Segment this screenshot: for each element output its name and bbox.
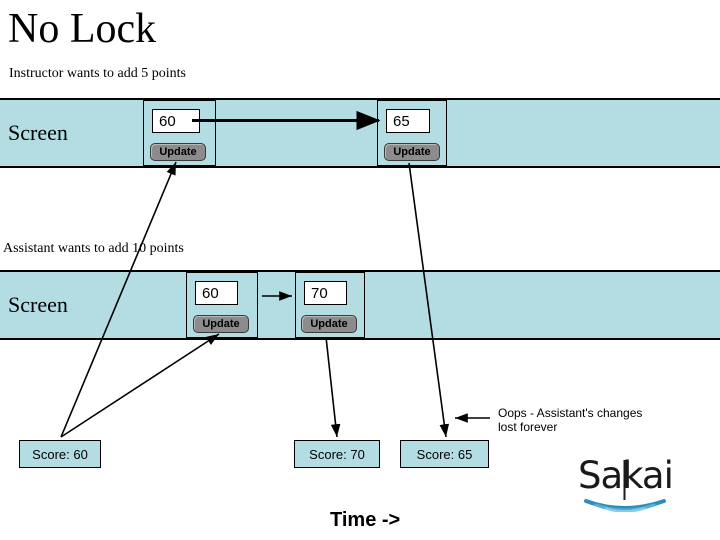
score-box-65: Score: 65 <box>400 440 489 468</box>
page-title: No Lock <box>8 6 157 52</box>
sakai-logo: Sakai <box>578 456 688 512</box>
arrow-assistant-update-to-score70 <box>325 336 341 438</box>
form-group-instructor-initial: 60 Update <box>143 100 216 166</box>
sakai-wordmark: Sakai <box>578 454 674 497</box>
score-value-input-assistant-initial[interactable]: 60 <box>195 281 238 305</box>
form-group-assistant-initial: 60 Update <box>186 272 258 338</box>
form-group-assistant-updated: 70 Update <box>295 272 365 338</box>
form-group-instructor-updated: 65 Update <box>377 100 447 166</box>
sakai-ripple-icon <box>584 460 666 512</box>
score-value-input-assistant-updated[interactable]: 70 <box>304 281 347 305</box>
update-button-assistant-initial[interactable]: Update <box>193 315 249 333</box>
score-value-input-instructor-initial[interactable]: 60 <box>152 109 200 133</box>
time-axis-label: Time -> <box>330 509 401 531</box>
update-button-assistant-updated[interactable]: Update <box>301 315 357 333</box>
screen-band-instructor: Screen <box>0 98 720 168</box>
arrow-score60-to-assistant-update <box>60 333 220 438</box>
update-button-instructor-updated[interactable]: Update <box>384 143 440 161</box>
oops-annotation-line2: lost forever <box>498 420 558 434</box>
caption-instructor: Instructor wants to add 5 points <box>9 66 186 81</box>
score-box-70: Score: 70 <box>294 440 380 468</box>
oops-annotation-line1: Oops - Assistant's changes <box>498 406 643 420</box>
caption-assistant: Assistant wants to add 10 points <box>3 241 184 256</box>
oops-annotation: Oops - Assistant's changes lost forever <box>498 406 698 434</box>
screen-label-assistant: Screen <box>8 292 68 317</box>
score-box-60: Score: 60 <box>19 440 101 468</box>
screen-label-instructor: Screen <box>8 120 68 145</box>
score-value-input-instructor-updated[interactable]: 65 <box>386 109 430 133</box>
update-button-instructor-initial[interactable]: Update <box>150 143 206 161</box>
